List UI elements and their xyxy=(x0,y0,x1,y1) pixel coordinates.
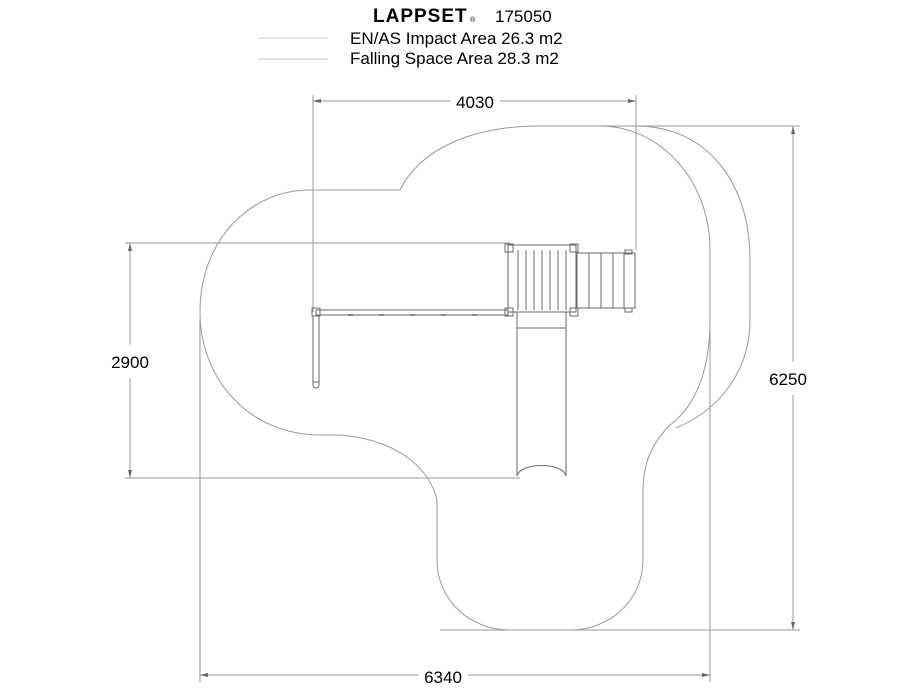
play-structure xyxy=(311,243,636,477)
beam-hooks xyxy=(348,314,477,316)
deck xyxy=(507,244,577,313)
dimension-left: 2900 xyxy=(111,242,520,479)
impact-area-outline xyxy=(199,125,711,631)
dimension-label-top: 4030 xyxy=(456,93,494,112)
brand-logo: LAPPSET xyxy=(373,6,468,27)
slide xyxy=(516,312,567,477)
deck-planks xyxy=(517,250,567,310)
product-number: 175050 xyxy=(495,7,552,26)
dimension-label-left: 2900 xyxy=(111,353,149,372)
dimension-top: 4030 xyxy=(312,93,637,312)
ladder xyxy=(576,252,636,309)
legend-impact-area: EN/AS Impact Area 26.3 m2 xyxy=(350,29,563,48)
dimension-right: 6250 xyxy=(440,125,807,631)
registered-mark: ® xyxy=(470,16,476,24)
dimension-label-bottom: 6340 xyxy=(424,668,462,687)
dimension-bottom: 6340 xyxy=(199,320,711,687)
falling-space-outline xyxy=(600,125,751,429)
swing-leg xyxy=(312,315,320,383)
dimension-label-right: 6250 xyxy=(769,370,807,389)
legend-falling-space: Falling Space Area 28.3 m2 xyxy=(350,49,559,68)
